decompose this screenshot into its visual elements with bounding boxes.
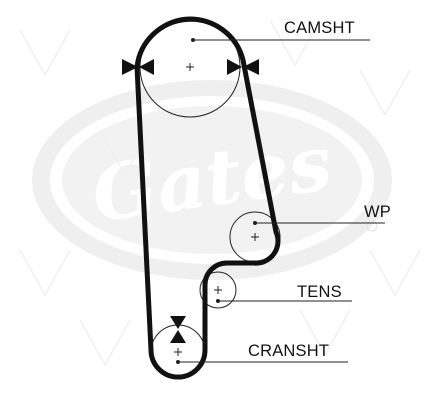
triangle-watermark-pattern: [19, 19, 421, 366]
water-pump-label: WP: [364, 203, 391, 221]
tensioner-pulley: [199, 271, 237, 309]
tensioner-label: TENS: [297, 283, 342, 301]
timing-belt: [134, 16, 281, 380]
leader-lines: [176, 38, 385, 364]
crankshaft-label: CRANSHT: [248, 342, 330, 360]
camshaft-timing-marks: [122, 59, 259, 75]
crankshaft-timing-mark: [170, 316, 186, 343]
camshaft-label: CAMSHT: [284, 19, 355, 37]
gates-logo-watermark: Gates: [32, 80, 392, 280]
